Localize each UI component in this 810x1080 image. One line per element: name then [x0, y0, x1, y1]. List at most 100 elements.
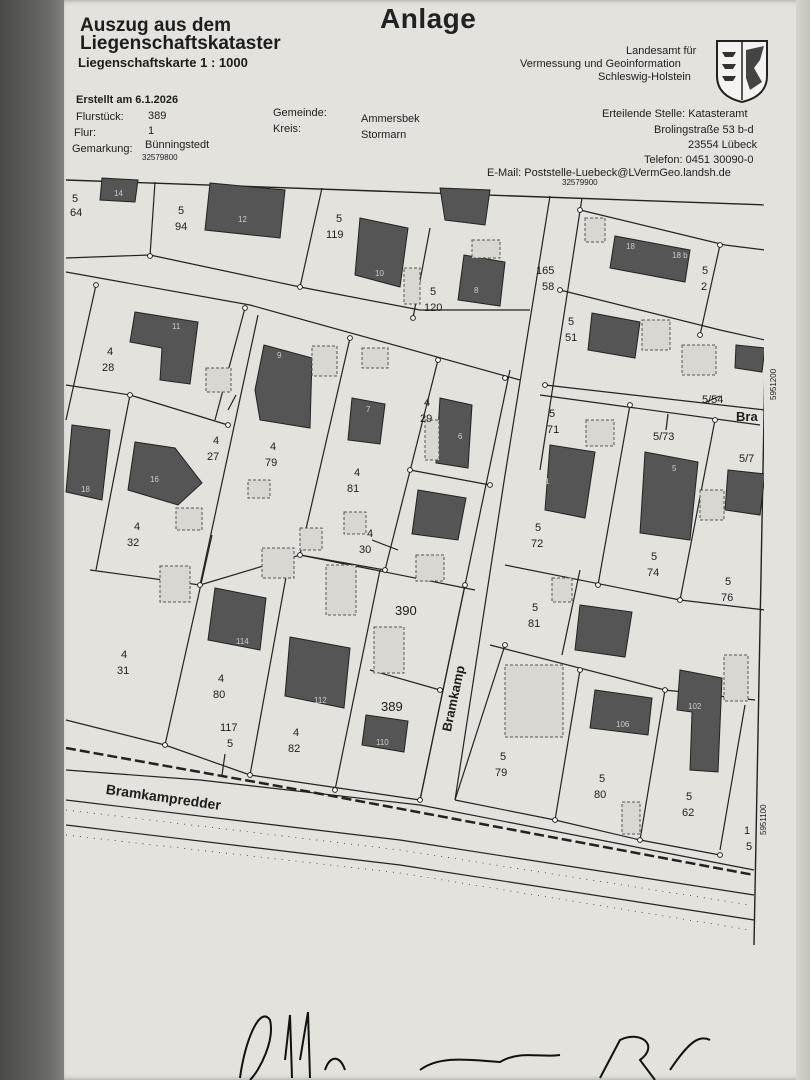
parcel-sub-5-76: 76 [721, 592, 734, 604]
parcel-sub-4-80: 80 [213, 689, 226, 701]
parcel-sub-5-81: 81 [528, 618, 541, 630]
parcel-sub-5-2: 2 [701, 281, 708, 293]
created-date: Erstellt am 6.1.2026 [76, 94, 179, 106]
document-sheet [64, 0, 810, 1080]
house-number: 6 [458, 432, 463, 441]
house-number: 18 [81, 485, 90, 494]
parcel-label-1-5: 1 [744, 825, 751, 837]
coord-right-lower: 5951100 [759, 804, 768, 835]
parcel-label-4-30: 4 [367, 528, 374, 540]
parcel-label-4-28: 4 [107, 346, 114, 358]
agency-line1: Landesamt für [626, 45, 697, 57]
parcel-label-5-94: 5 [178, 205, 185, 217]
house-number: 102 [688, 702, 702, 711]
house-number: 12 [238, 215, 247, 224]
parcel-sub-117-5: 5 [227, 738, 234, 750]
parcel-sub-4-81: 81 [347, 483, 360, 495]
issuer-line4: Telefon: 0451 30090-0 [644, 154, 754, 166]
kreis-label: Kreis: [273, 123, 302, 135]
house-number: 106 [616, 720, 630, 729]
coord-top-mid: 32579900 [562, 178, 598, 187]
parcel-label-5-81: 5 [532, 602, 539, 614]
parcel-label-5-80: 5 [599, 773, 606, 785]
issuer-line2: Brolingstraße 53 b-d [654, 124, 754, 136]
parcel-sub-4-29: 29 [420, 413, 433, 425]
house-number: 112 [314, 696, 327, 705]
parcel-sub-5-64: 64 [70, 207, 83, 219]
parcel-label-4-32: 4 [134, 521, 141, 533]
parcel-sub-5-119: 119 [326, 229, 344, 241]
coord-top-left: 32579800 [142, 153, 178, 162]
house-number: 18 [626, 242, 635, 251]
parcel-sub-5-72: 72 [531, 538, 544, 550]
house-number: 114 [236, 637, 249, 646]
parcel-label-4-79: 4 [270, 441, 277, 453]
parcel-label-4-82: 4 [293, 727, 300, 739]
map-type: Liegenschaftskarte 1 : 1000 [78, 55, 248, 70]
house-number: 18 b [672, 251, 688, 260]
cadastral-map [64, 150, 764, 950]
anlage-stamp: Anlage [380, 3, 477, 34]
street-edge [65, 746, 755, 877]
house-number: 8 [474, 286, 479, 295]
parcel-label-4-31: 4 [121, 649, 128, 661]
parcel-label-5-120: 5 [430, 286, 437, 298]
parcel-sub-5-120: 120 [424, 302, 443, 314]
gemeinde-label: Gemeinde: [273, 107, 327, 119]
parcel-sub-5-79: 79 [495, 767, 508, 779]
page-stack-edge [796, 0, 810, 1080]
parcel-sub-5-94: 94 [175, 221, 188, 233]
street-label-bram-partial: Bra [736, 409, 758, 424]
parcel-sub-4-31: 31 [117, 665, 130, 677]
gemeinde-value: Ammersbek [361, 113, 420, 125]
parcel-label-4-81: 4 [354, 467, 361, 479]
parcel-boundaries [65, 181, 764, 921]
parcel-label-390: 390 [395, 603, 417, 618]
parcel-label-5-54: 5/54 [702, 394, 724, 406]
fence-line [65, 809, 751, 931]
ancillary-buildings [159, 217, 749, 835]
parcel-sub-4-30: 30 [359, 544, 372, 556]
parcel-label-117-5: 117 [220, 722, 238, 734]
house-number: 10 [375, 269, 384, 278]
parcel-sub-5-80: 80 [594, 789, 607, 801]
flurstueck-value: 389 [148, 110, 167, 122]
map-frame [65, 179, 764, 946]
parcel-sub-4-28: 28 [102, 362, 115, 374]
parcel-sub-4-82: 82 [288, 743, 301, 755]
parcel-label-5-64: 5 [72, 193, 79, 205]
parcel-sub-5-62: 62 [682, 807, 695, 819]
parcel-label-5-71: 5 [549, 408, 556, 420]
agency-line2: Vermessung und Geoinformation [520, 58, 681, 70]
reference-arrows [221, 394, 721, 776]
handwritten-signature [239, 1011, 711, 1080]
parcel-label-4-80: 4 [218, 673, 225, 685]
parcel-label-5-72: 5 [535, 522, 542, 534]
title-line2: Liegenschaftskataster [80, 33, 281, 54]
issuer-line5: E-Mail: Poststelle-Luebeck@LVermGeo.land… [487, 167, 731, 179]
gemarkung-value: Bünningstedt [145, 139, 210, 151]
parcel-label-5-51: 5 [568, 316, 575, 328]
issuer-line1: Erteilende Stelle: Katasteramt [602, 108, 748, 120]
parcel-sub-165-58: 58 [542, 281, 555, 293]
house-number: 9 [277, 351, 282, 360]
parcel-label-4-29: 4 [424, 397, 431, 409]
coord-right-upper: 5951200 [769, 368, 778, 400]
issuer-line3: 23554 Lübeck [688, 139, 758, 151]
gemarkung-label: Gemarkung: [72, 143, 133, 155]
parcel-label-5-119: 5 [336, 213, 343, 225]
parcel-sub-5-71: 71 [547, 424, 560, 436]
parcel-label-5-62: 5 [686, 791, 693, 803]
parcel-sub-4-79: 79 [265, 457, 278, 469]
house-number: 1 [545, 477, 550, 486]
parcel-label-5-79: 5 [500, 751, 507, 763]
title-line1: Auszug aus dem [80, 15, 231, 36]
parcel-label-165-58: 165 [536, 265, 555, 277]
schleswig-holstein-coat-of-arms-icon [716, 40, 768, 104]
parcel-label-389: 389 [381, 699, 403, 714]
kreis-value: Stormarn [361, 129, 407, 141]
parcel-label-4-27: 4 [213, 435, 220, 447]
binder-edge [0, 0, 70, 1080]
parcel-label-5-73: 5/73 [653, 431, 675, 443]
house-number: 11 [172, 322, 181, 331]
